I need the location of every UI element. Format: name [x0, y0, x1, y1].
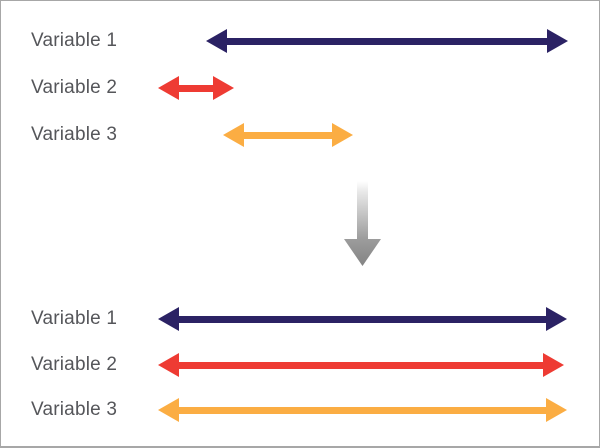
arrow-right-head-icon — [546, 307, 567, 331]
arrow-left-head-icon — [206, 29, 227, 53]
variable-3-label: Variable 3 — [31, 124, 118, 145]
top-row-variable-1: Variable 1 — [1, 18, 599, 64]
arrow-right-head-icon — [546, 398, 567, 422]
arrow-shaft — [243, 131, 333, 139]
variable-2-label: Variable 2 — [31, 77, 118, 98]
variable-1-label: Variable 1 — [31, 30, 118, 51]
bottom-row-variable-3: Variable 3 — [1, 387, 599, 433]
variable-1-scaled-range-arrow — [158, 307, 567, 331]
arrow-left-head-icon — [158, 353, 179, 377]
variable-3-range-arrow — [223, 123, 353, 147]
arrow-right-head-icon — [543, 353, 564, 377]
variable-3-label: Variable 3 — [31, 399, 118, 420]
bottom-row-variable-1: Variable 1 — [1, 296, 599, 342]
top-row-variable-2: Variable 2 — [1, 65, 599, 111]
variable-2-range-arrow — [158, 76, 234, 100]
arrow-left-head-icon — [158, 76, 179, 100]
arrow-right-head-icon — [213, 76, 234, 100]
arrow-shaft — [178, 84, 214, 92]
arrow-left-head-icon — [223, 123, 244, 147]
arrow-shaft — [178, 361, 544, 369]
arrow-right-head-icon — [332, 123, 353, 147]
arrow-left-head-icon — [158, 307, 179, 331]
top-row-variable-3: Variable 3 — [1, 112, 599, 158]
variable-2-scaled-range-arrow — [158, 353, 564, 377]
arrow-shaft — [178, 315, 547, 323]
variable-3-scaled-range-arrow — [158, 398, 567, 422]
arrow-shaft — [178, 406, 547, 414]
variable-2-label: Variable 2 — [31, 354, 118, 375]
variable-1-label: Variable 1 — [31, 308, 118, 329]
arrow-right-head-icon — [547, 29, 568, 53]
variable-1-range-arrow — [206, 29, 568, 53]
arrow-shaft — [226, 37, 548, 45]
arrow-left-head-icon — [158, 398, 179, 422]
down-arrow-stem — [357, 181, 368, 239]
down-arrow-tip-icon — [344, 239, 381, 266]
bottom-row-variable-2: Variable 2 — [1, 342, 599, 388]
